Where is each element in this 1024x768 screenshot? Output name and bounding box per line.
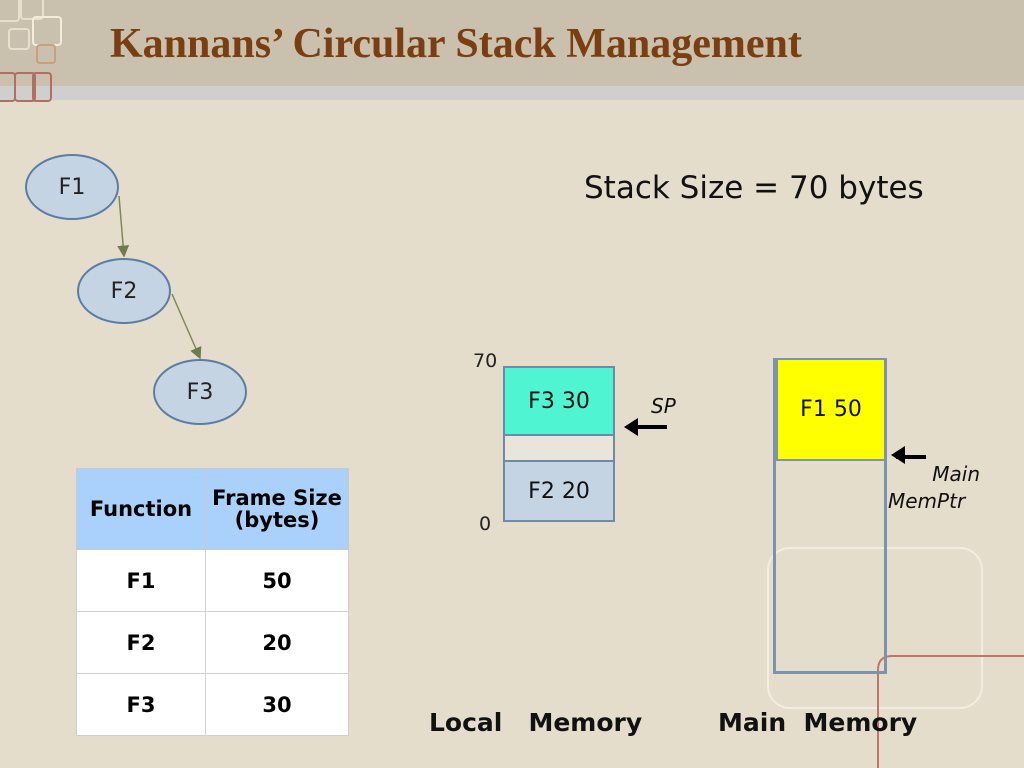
table-cell-frame-size: 50 — [205, 549, 349, 612]
call-graph-node-f2: F2 — [77, 258, 171, 324]
call-graph-node-f1: F1 — [25, 154, 119, 220]
local-memory-bottom-address: 0 — [479, 513, 492, 535]
stack-size-label: Stack Size = 70 bytes — [584, 170, 924, 206]
local-memory-top-address: 70 — [473, 350, 498, 372]
frame-size-table: Function Frame Size (bytes) F1 50 F2 20 … — [76, 468, 349, 736]
title-bar — [0, 0, 1024, 86]
title-underline-strip — [0, 86, 1024, 100]
main-memory-caption: Main Memory — [718, 708, 918, 737]
call-graph-node-f3: F3 — [153, 359, 247, 425]
table-cell-function: F2 — [76, 611, 206, 674]
table-header-row: Function Frame Size (bytes) — [76, 468, 349, 550]
main-memptr-label-line2: MemPtr — [888, 489, 966, 513]
column-header-function: Function — [76, 468, 206, 550]
table-row: F3 30 — [76, 673, 349, 736]
table-cell-frame-size: 20 — [205, 611, 349, 674]
slide-title: Kannans’ Circular Stack Management — [110, 21, 802, 67]
edge-f1-f2 — [117, 195, 130, 258]
table-cell-function: F1 — [76, 549, 206, 612]
local-frame-f3: F3 30 — [503, 366, 615, 436]
table-cell-function: F3 — [76, 673, 206, 736]
table-cell-frame-size: 30 — [205, 673, 349, 736]
column-header-frame-size: Frame Size (bytes) — [205, 468, 349, 550]
table-row: F2 20 — [76, 611, 349, 674]
edge-f2-f3 — [171, 293, 202, 360]
sp-label: SP — [651, 394, 676, 418]
local-free-space — [503, 434, 615, 462]
main-memptr-label-line1: Main — [932, 462, 980, 486]
local-memory-caption: Local Memory — [429, 708, 643, 737]
table-row: F1 50 — [76, 549, 349, 612]
main-memptr-label: Main MemPtr — [888, 461, 980, 515]
local-frame-f2: F2 20 — [503, 460, 615, 522]
main-memory-frame-f1: F1 50 — [776, 358, 886, 461]
